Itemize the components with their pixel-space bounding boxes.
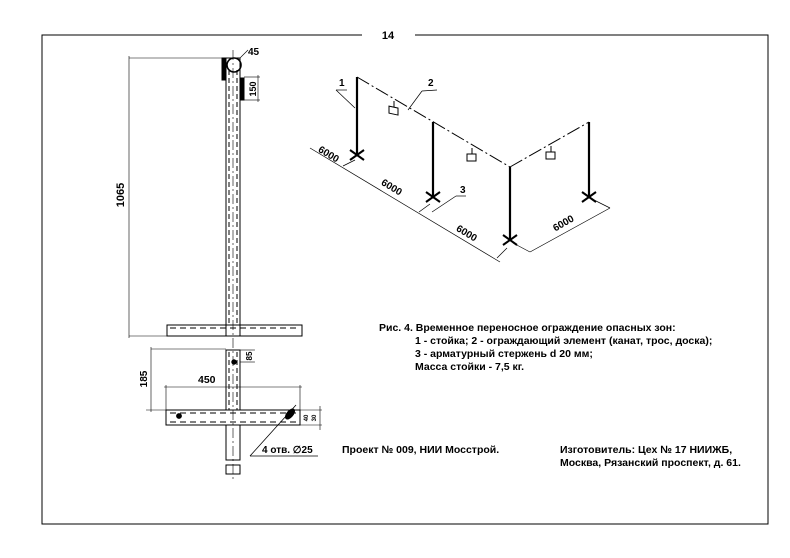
spacing-label: 6000 (551, 213, 576, 234)
callout-1: 1 (339, 78, 345, 89)
caption-title: Рис. 4. Временное переносное ограждение … (379, 322, 676, 334)
spacing-label: 6000 (316, 144, 341, 165)
page-frame (41, 34, 769, 525)
dim-plate-40-label: 40 (304, 414, 310, 421)
caption-line: 3 - арматурный стержень d 20 мм; (415, 348, 593, 360)
spacing-label: 6000 (454, 223, 479, 244)
fence-isometric (309, 76, 611, 263)
dim-top-label: 150 (248, 81, 258, 96)
dim-base-height-label: 185 (139, 370, 150, 387)
holes-note: 4 отв. ∅25 (262, 445, 313, 456)
dim-hole-offset-label: 85 (245, 351, 254, 360)
manufacturer-line: Москва, Рязанский проспект, д. 61. (560, 457, 741, 469)
dim-height-label: 1065 (115, 183, 127, 207)
caption-line: 1 - стойка; 2 - ограждающий элемент (кан… (415, 335, 713, 347)
dim-pipe-label: 45 (248, 47, 260, 58)
callout-3: 3 (460, 185, 466, 196)
page-number: 14 (382, 30, 395, 42)
dim-base-width-label: 450 (198, 374, 216, 386)
dim-plate-30-label: 30 (312, 414, 318, 421)
manufacturer-line: Изготовитель: Цех № 17 НИИЖБ, (560, 444, 733, 456)
spacing-label: 6000 (379, 177, 404, 198)
manufacturer-note: Изготовитель: Цех № 17 НИИЖБ, Москва, Ря… (560, 444, 741, 470)
callout-2: 2 (428, 78, 434, 89)
figure-caption: Рис. 4. Временное переносное ограждение … (379, 322, 712, 374)
caption-line: Масса стойки - 7,5 кг. (415, 361, 525, 373)
post-elevation (128, 49, 322, 480)
project-note: Проект № 009, НИИ Мосстрой. (342, 444, 500, 456)
